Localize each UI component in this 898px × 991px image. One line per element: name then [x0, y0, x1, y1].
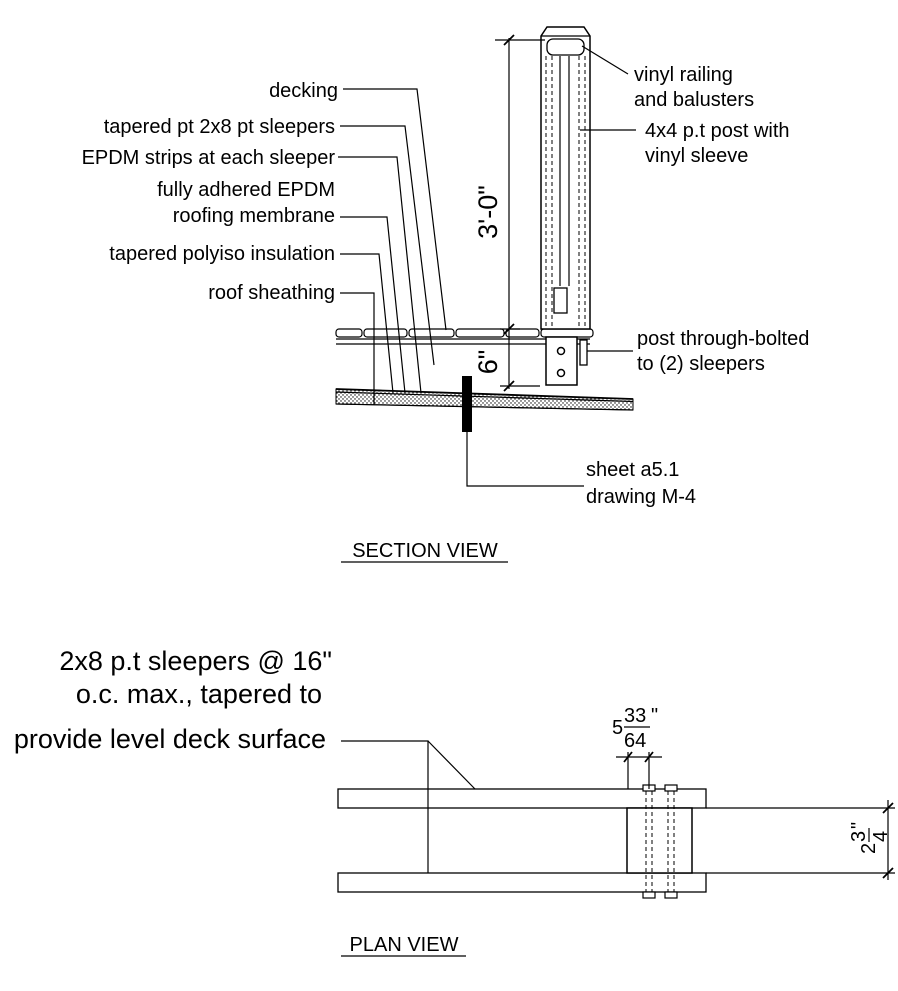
label-post-line1: 4x4 p.t post with — [645, 120, 790, 142]
label-membrane-line1: fully adhered EPDM — [157, 179, 335, 201]
section-leaders — [338, 45, 636, 405]
dim-top-den: 64 — [624, 730, 646, 752]
label-bolted-line2: to (2) sleepers — [637, 353, 765, 375]
label-membrane-line2: roofing membrane — [173, 205, 335, 227]
label-railing-line1: vinyl railing — [634, 64, 733, 86]
plan-sleeper-bottom — [337, 872, 707, 893]
section-cut-marker — [462, 376, 584, 487]
plan-view-title: PLAN VIEW — [350, 934, 459, 956]
label-insulation: tapered polyiso insulation — [109, 243, 335, 265]
plan-view: 5 33 64 " 2 3 4 " 2x8 p.t sleepers @ 16"… — [14, 646, 895, 957]
label-bolted-line1: post through-bolted — [637, 328, 809, 350]
dim-post-height: 3'-0" — [473, 185, 503, 239]
dim-right-label: 2 3 4 " — [848, 822, 892, 854]
dim-top-whole: 5 — [612, 717, 623, 739]
label-ref-line1: sheet a5.1 — [586, 459, 679, 481]
section-view-title: SECTION VIEW — [352, 540, 498, 562]
plan-sleeper-top — [337, 788, 707, 809]
plan-top-dimension — [616, 751, 662, 789]
label-sleepers: tapered pt 2x8 pt sleepers — [104, 116, 335, 138]
dim-top-unit: " — [651, 705, 658, 727]
svg-text:3: 3 — [848, 831, 870, 842]
section-view: 3'-0" 6" decking tapered pt 2x8 pt sleep… — [82, 26, 809, 563]
plan-post-block — [626, 807, 693, 874]
dim-top-num: 33 — [624, 705, 646, 727]
label-sheathing: roof sheathing — [208, 282, 335, 304]
roof-assembly — [335, 388, 634, 411]
label-post-line2: vinyl sleeve — [645, 145, 748, 167]
svg-text:2: 2 — [858, 843, 880, 854]
plan-note-line3: provide level deck surface — [14, 724, 326, 754]
plan-right-dimension — [706, 800, 895, 880]
railing-post — [540, 26, 591, 386]
post-height-dimension — [495, 34, 545, 392]
label-railing-line2: and balusters — [634, 89, 754, 111]
svg-text:": " — [848, 822, 870, 829]
plan-note-line2: o.c. max., tapered to — [76, 679, 322, 709]
label-decking: decking — [269, 80, 338, 102]
plan-note-line1: 2x8 p.t sleepers @ 16" — [59, 646, 332, 676]
dim-base-height: 6" — [473, 350, 503, 375]
svg-text:4: 4 — [870, 831, 892, 842]
label-epdm-strips: EPDM strips at each sleeper — [82, 147, 336, 169]
label-ref-line2: drawing M-4 — [586, 486, 696, 508]
